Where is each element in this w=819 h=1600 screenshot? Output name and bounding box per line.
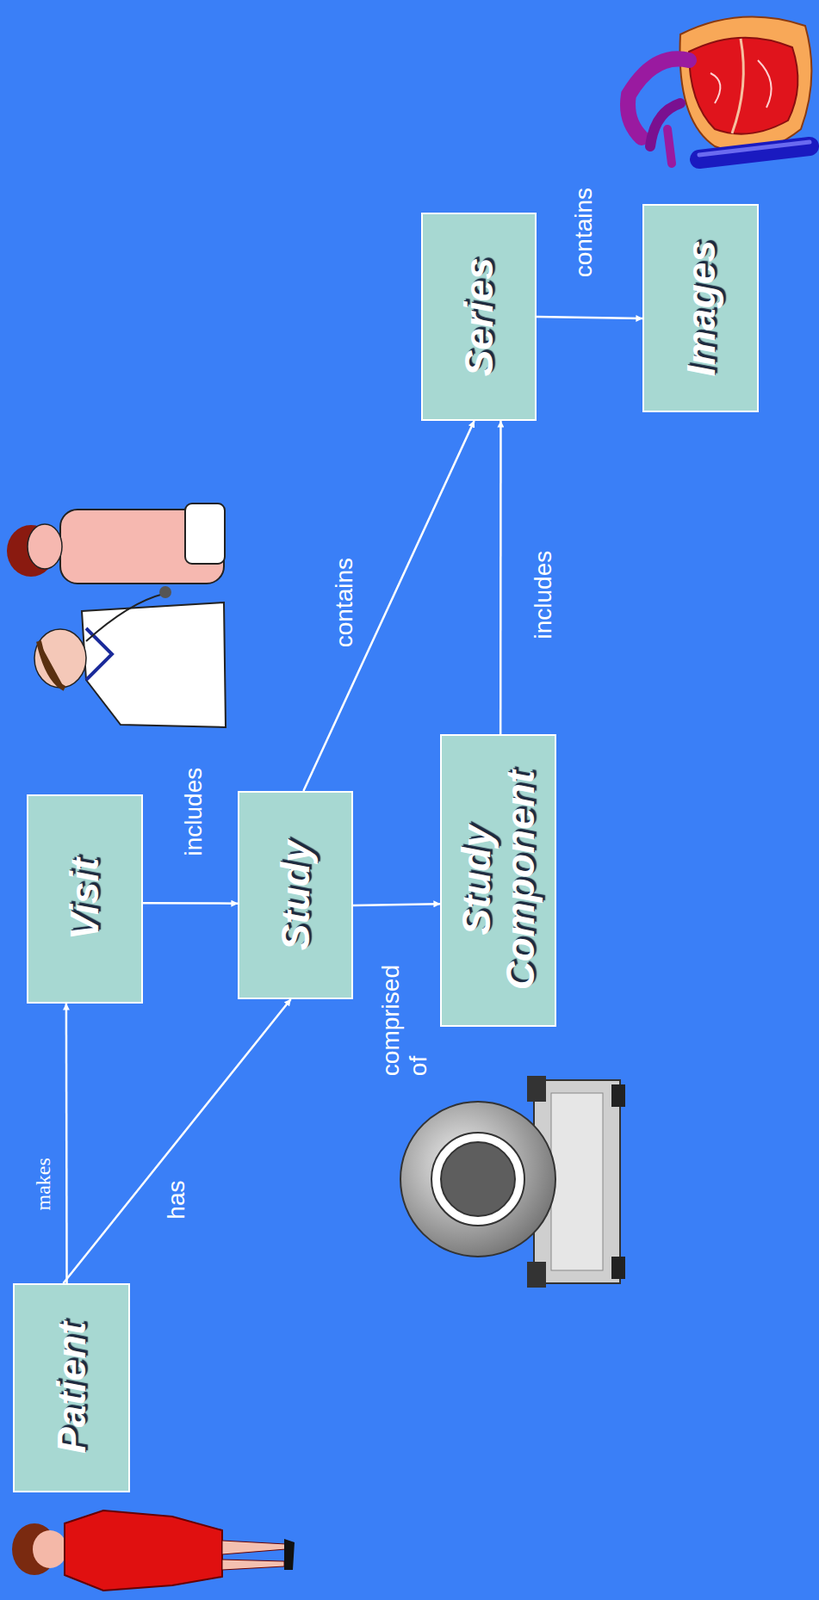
woman-figure bbox=[12, 1511, 295, 1592]
entity-box: Images bbox=[642, 204, 759, 413]
stethoscope-head bbox=[159, 586, 172, 599]
patient-pants bbox=[185, 503, 225, 565]
patient-face bbox=[27, 524, 63, 570]
heart-outline bbox=[680, 17, 813, 153]
table-foot bbox=[611, 1085, 626, 1108]
doctor-hair bbox=[38, 641, 65, 689]
doctor-tie bbox=[86, 628, 112, 681]
entity-box: Study Component bbox=[440, 734, 557, 1028]
heart-illustration bbox=[627, 17, 812, 164]
relation-label: includes bbox=[529, 551, 558, 640]
legs bbox=[222, 1560, 285, 1571]
table-foot bbox=[527, 1262, 546, 1289]
relation-arrow bbox=[353, 904, 441, 906]
heart-chambers bbox=[688, 37, 798, 135]
stethoscope bbox=[86, 594, 164, 642]
doctor-head bbox=[34, 629, 87, 689]
relation-label: comprised of bbox=[377, 955, 433, 1077]
relation-arrow bbox=[142, 902, 238, 906]
doctor-and-patient bbox=[6, 503, 226, 728]
heart-septum bbox=[732, 38, 744, 134]
table-foot bbox=[611, 1257, 626, 1280]
entity-box: Study bbox=[237, 791, 354, 1000]
box-label: Images bbox=[678, 214, 723, 403]
box-label: Study Component bbox=[454, 744, 542, 1018]
box-label: Study bbox=[273, 801, 318, 990]
red-dress bbox=[64, 1511, 223, 1592]
relation-arrow bbox=[536, 316, 643, 319]
scanner-bore bbox=[440, 1142, 515, 1217]
doctor-coat bbox=[81, 602, 226, 728]
scanner-table-top bbox=[551, 1093, 603, 1272]
relation-label: contains bbox=[330, 558, 359, 648]
box-label: Visit bbox=[62, 805, 107, 994]
box-label: Patient bbox=[49, 1294, 94, 1483]
entity-box: Series bbox=[421, 212, 537, 422]
entity-box: Patient bbox=[12, 1284, 131, 1494]
shoes bbox=[284, 1539, 295, 1571]
vessel bbox=[667, 129, 672, 164]
table-foot bbox=[527, 1076, 546, 1103]
entity-box: Visit bbox=[26, 794, 143, 1005]
legs bbox=[222, 1541, 286, 1556]
heart-valves bbox=[710, 60, 772, 108]
relation-label: includes bbox=[179, 768, 208, 857]
box-label: Series bbox=[457, 223, 502, 411]
mri-scanner bbox=[400, 1076, 626, 1289]
relation-arrow bbox=[499, 421, 503, 735]
scanner-ring bbox=[431, 1133, 525, 1227]
scanner-gantry bbox=[400, 1102, 556, 1258]
vena-cava-highlight bbox=[699, 142, 810, 156]
relation-arrow bbox=[62, 999, 291, 1285]
relation-arrow bbox=[65, 1004, 69, 1285]
relation-label: makes bbox=[31, 1158, 56, 1211]
relation-label: has bbox=[162, 1181, 191, 1221]
relation-label: contains bbox=[570, 187, 598, 278]
face bbox=[32, 1531, 68, 1570]
